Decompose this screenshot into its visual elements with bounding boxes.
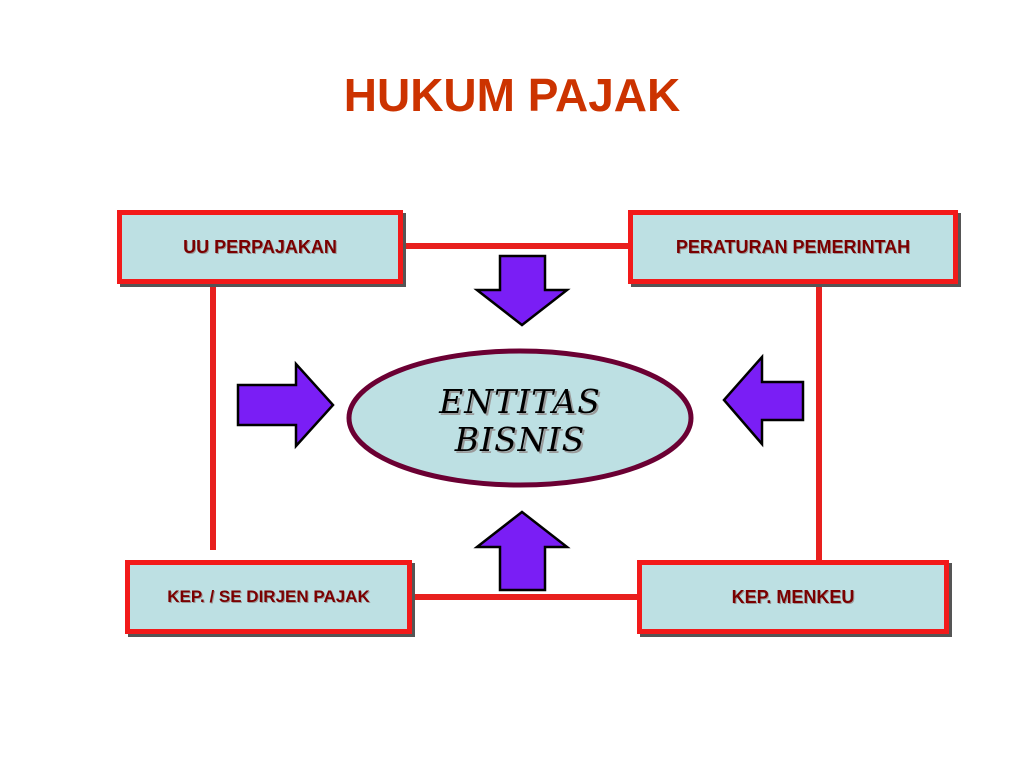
box-kep-menkeu: KEP. MENKEU — [637, 560, 949, 634]
center-label: ENTITAS BISNIS — [349, 356, 691, 486]
center-ellipse — [346, 348, 694, 488]
arrow-left-icon — [722, 353, 805, 448]
page-title: HUKUM PAJAK — [343, 69, 681, 121]
center-label-line1: ENTITAS — [439, 382, 601, 421]
box-peraturan-pemerintah-label: PERATURAN PEMERINTAH — [675, 236, 911, 257]
connector-left — [210, 284, 216, 550]
box-peraturan-pemerintah: PERATURAN PEMERINTAH — [628, 210, 958, 284]
box-uu-perpajakan: UU PERPAJAKAN — [117, 210, 403, 284]
connector-top — [403, 243, 629, 249]
box-kep-se-dirjen-pajak: KEP. / SE DIRJEN PAJAK — [125, 560, 412, 634]
center-label-line2: BISNIS — [454, 420, 586, 459]
arrow-right-icon — [236, 360, 335, 450]
connector-right — [816, 284, 822, 562]
arrow-up-icon — [473, 510, 571, 592]
box-kep-se-dirjen-pajak-label: KEP. / SE DIRJEN PAJAK — [167, 587, 370, 606]
box-uu-perpajakan-label: UU PERPAJAKAN — [183, 236, 337, 257]
connector-bottom — [412, 594, 638, 600]
box-kep-menkeu-label: KEP. MENKEU — [731, 586, 855, 607]
arrow-down-icon — [473, 254, 571, 327]
